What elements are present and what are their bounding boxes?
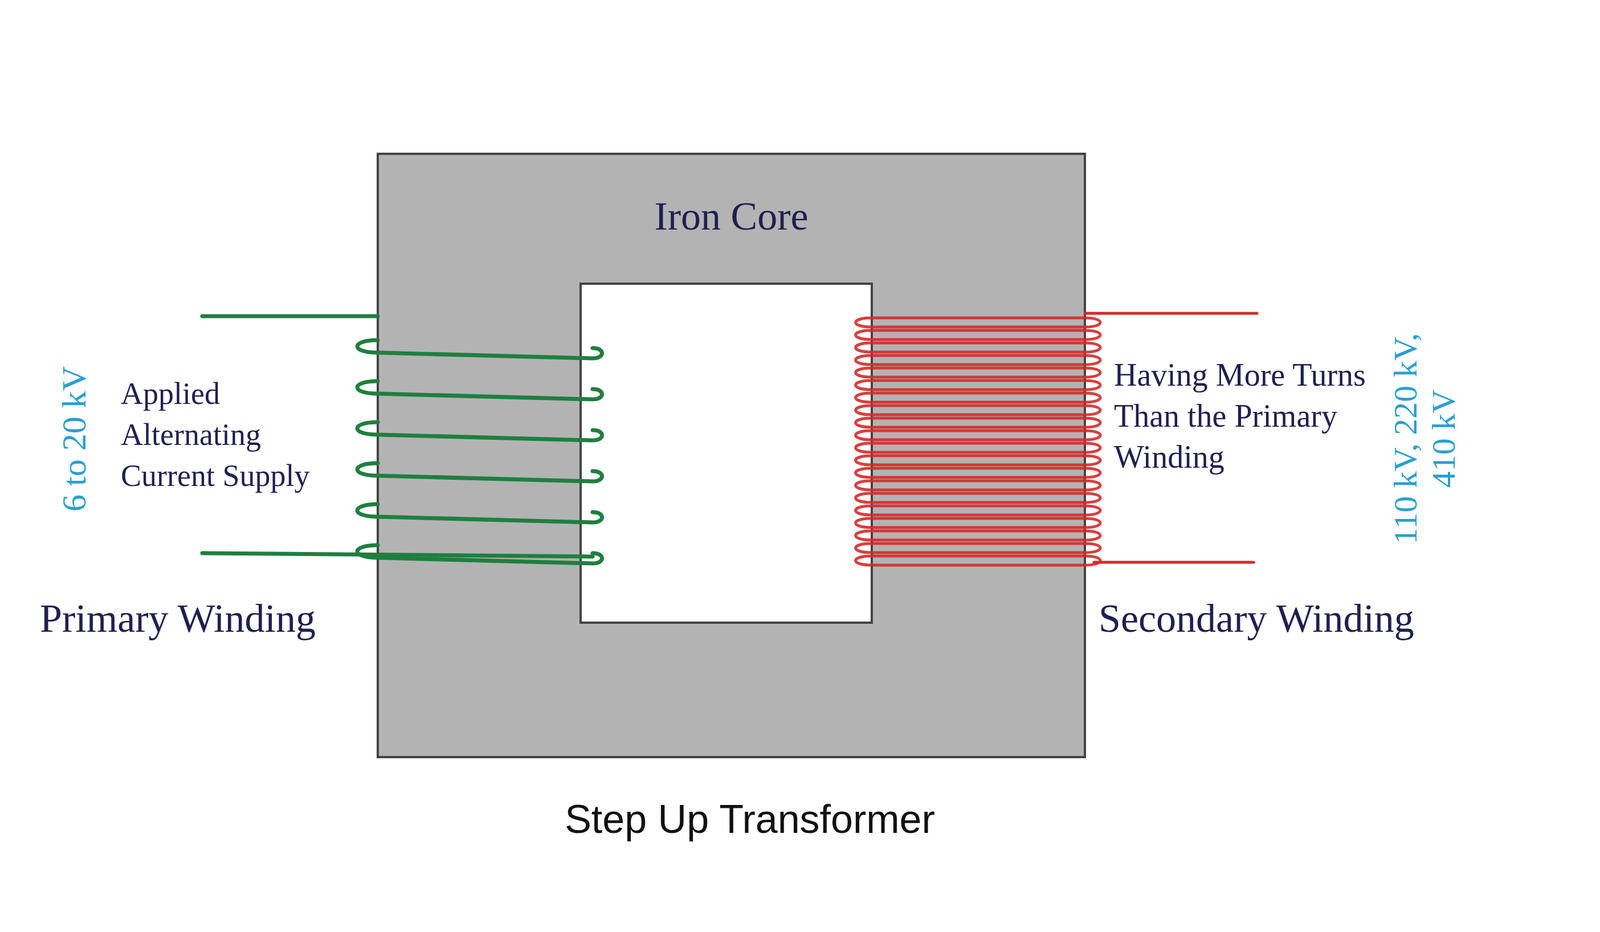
core-label: Iron Core	[377, 193, 1085, 240]
voltage-label: 6 to 20 kV	[54, 319, 95, 559]
core-region: Iron Core	[377, 153, 1085, 758]
core-window	[580, 283, 872, 623]
voltage-label: 110 kV, 220 kV, 410 kV	[1386, 310, 1463, 567]
caption: Step Up Transformer	[564, 796, 936, 843]
winding-label: Secondary Winding	[1098, 595, 1509, 642]
turns-note: Having More Turns Than the Primary Windi…	[1113, 354, 1382, 478]
supply-label: Applied Alternating Current Supply	[120, 373, 355, 497]
primary-coil	[202, 316, 603, 564]
winding-label: Primary Winding	[39, 595, 394, 642]
